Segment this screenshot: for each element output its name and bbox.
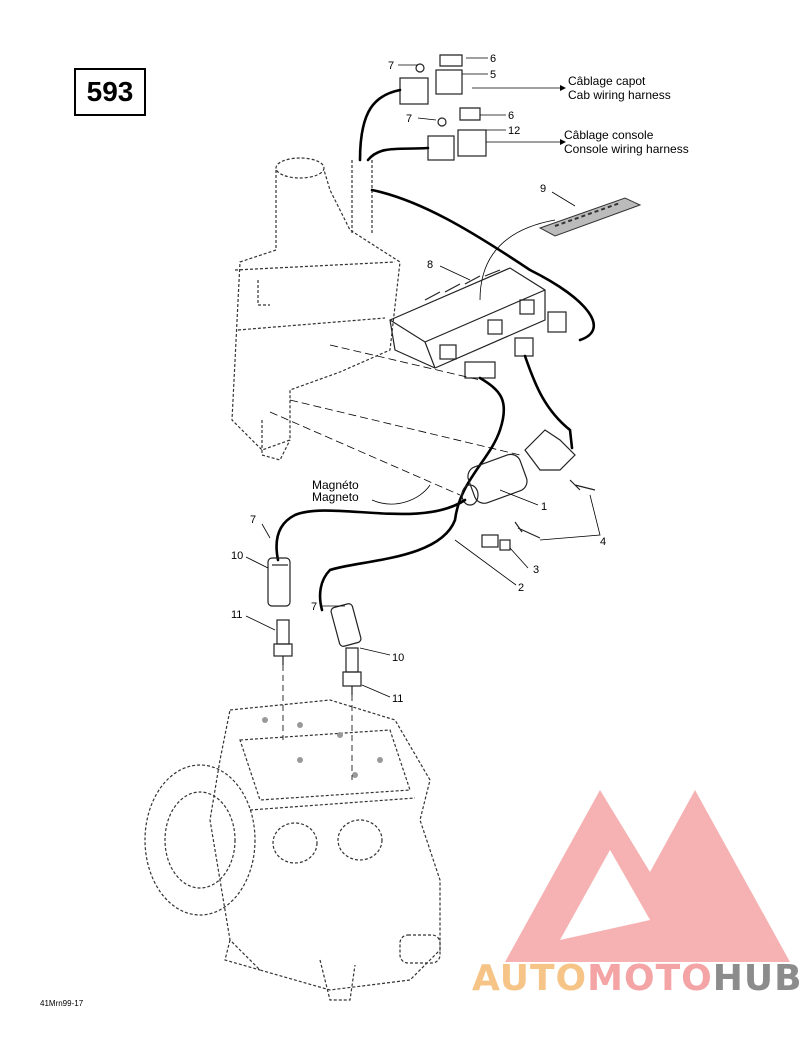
harness-tube — [351, 160, 373, 235]
callout-10-right: 10 — [392, 652, 404, 664]
callout-7-cab: 7 — [388, 60, 394, 72]
harness-wire-right — [370, 188, 595, 342]
label-console-harness-en: Console wiring harness — [564, 142, 689, 156]
console-connector-group — [366, 107, 487, 162]
callout-7-console: 7 — [406, 113, 412, 125]
callout-1: 1 — [541, 501, 547, 513]
callout-9: 9 — [540, 183, 546, 195]
spark-plug-left — [273, 619, 293, 665]
label-console-harness-fr: Câblage console — [564, 128, 654, 142]
callout-12: 12 — [508, 125, 520, 137]
callout-11-right: 11 — [392, 693, 403, 705]
spark-plug-cap-right — [330, 603, 362, 647]
callout-4: 4 — [600, 536, 606, 548]
watermark-text: AUTOMOTOHUB — [472, 958, 800, 999]
label-cab-harness-en: Cab wiring harness — [568, 88, 671, 102]
spark-plug-right — [342, 647, 362, 695]
engine — [144, 699, 441, 1001]
decal — [538, 197, 642, 237]
watermark-hub: HUB — [713, 958, 800, 999]
callout-11-left: 11 — [231, 609, 242, 621]
high-tension-wire-left — [275, 498, 467, 562]
callout-6-console: 6 — [508, 110, 514, 122]
callout-8: 8 — [427, 259, 433, 271]
cab-connector-group — [358, 54, 463, 162]
screws — [514, 479, 596, 539]
page-number-box: 593 — [74, 68, 146, 116]
label-magneto-fr: Magnéto — [312, 478, 359, 492]
module-wire-b — [318, 376, 506, 612]
callout-10-left: 10 — [231, 550, 243, 562]
page-number: 593 — [86, 76, 134, 107]
callout-6-cab: 6 — [490, 53, 496, 65]
ground-connector — [481, 534, 511, 551]
callout-5: 5 — [490, 69, 496, 81]
spark-plug-cap-left — [267, 557, 291, 607]
module-wire-a — [523, 354, 574, 450]
label-cab-harness-fr: Câblage capot — [568, 74, 646, 88]
callout-7-left: 7 — [250, 514, 256, 526]
watermark-moto: MOTO — [587, 958, 713, 999]
watermark-auto: AUTO — [472, 958, 587, 999]
callout-3: 3 — [533, 564, 539, 576]
label-magneto-en: Magneto — [312, 490, 359, 504]
ignition-coil — [461, 429, 576, 506]
drawing-code: 41Mrn99-17 — [40, 999, 84, 1008]
oil-reservoir — [231, 157, 401, 461]
callout-7-right: 7 — [311, 601, 317, 613]
callout-2: 2 — [518, 582, 524, 594]
watermark-logo-icon — [505, 790, 790, 962]
control-module — [389, 267, 567, 379]
callout-leaders — [245, 57, 601, 698]
